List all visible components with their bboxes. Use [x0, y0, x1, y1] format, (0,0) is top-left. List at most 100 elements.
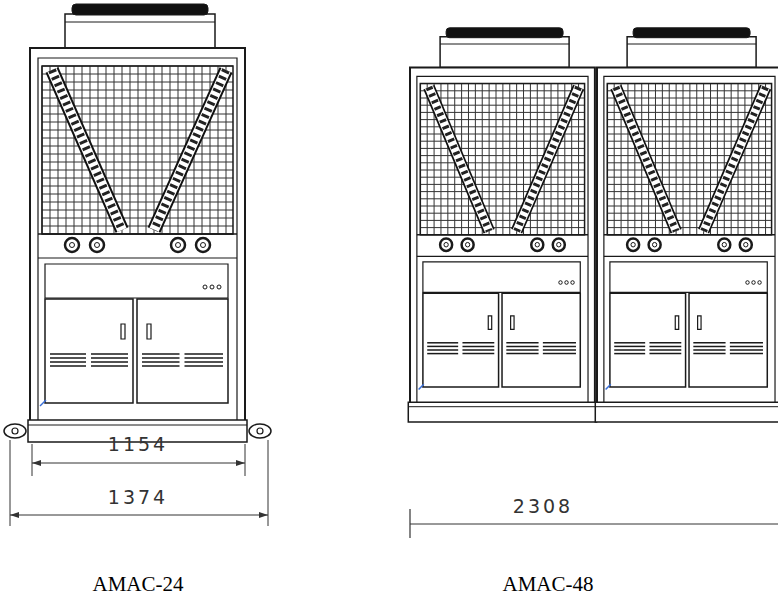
vent-slot: [50, 361, 86, 363]
pipe-bore: [176, 243, 181, 248]
fan-rim: [65, 22, 215, 23]
grid-line: [607, 227, 771, 228]
vent-slot: [185, 361, 224, 363]
dimension-value: 1154: [108, 433, 168, 456]
coil-body: [616, 87, 676, 231]
grid-line: [122, 66, 123, 234]
access-door: [610, 293, 686, 387]
coil-outline: [517, 87, 579, 231]
pipe-connection: [649, 238, 661, 251]
grid-line: [202, 66, 203, 234]
grid-line: [468, 84, 469, 235]
grid-line: [420, 148, 584, 149]
vent-slot: [50, 357, 86, 359]
chiller-unit: [408, 28, 596, 422]
grid-line: [42, 74, 233, 75]
grid-line: [696, 84, 697, 235]
grid-line: [607, 162, 771, 163]
corner-mark: [419, 384, 424, 389]
lifting-lug: [249, 424, 271, 438]
door-handle: [121, 324, 125, 339]
pipe-bore: [535, 242, 539, 247]
coil-tubes: [52, 70, 122, 230]
grid-line: [537, 84, 538, 235]
extension-line: [268, 440, 269, 526]
pipe-bore: [557, 242, 561, 247]
divider-line: [38, 233, 237, 235]
access-door: [137, 299, 228, 403]
chiller-unit: [4, 4, 271, 442]
coil-tubes: [616, 87, 676, 231]
extension-line: [245, 444, 246, 476]
grid-line: [420, 220, 584, 221]
corner-mark: [40, 400, 46, 406]
cabinet-frame: [30, 48, 245, 422]
pipe-bore: [201, 243, 206, 248]
grid-line: [607, 170, 771, 171]
vent-slot: [506, 349, 538, 351]
grid-line: [226, 66, 227, 234]
base-rail: [408, 402, 596, 422]
base-rail-edge: [408, 406, 596, 407]
grid-line: [607, 198, 771, 199]
indicator-lamp: [752, 281, 755, 285]
fan-housing: [65, 14, 215, 48]
grid-line: [516, 84, 517, 235]
grid-line: [74, 66, 75, 234]
dimension-line: [410, 524, 778, 525]
coil-outline: [154, 70, 226, 230]
base-rail-edge: [595, 406, 778, 407]
grid-line: [578, 84, 579, 235]
access-door: [689, 293, 767, 387]
dimension-arrow: [10, 512, 19, 518]
pipe-bore: [744, 242, 748, 247]
grid-line: [420, 170, 584, 171]
vent-slot: [614, 353, 645, 355]
grid-line: [765, 84, 766, 235]
pipe-bore: [95, 243, 100, 248]
indicator-lamp: [571, 281, 574, 285]
grid-line: [420, 191, 584, 192]
cabinet-inner-frame: [417, 76, 588, 404]
grid-line: [146, 66, 147, 234]
grid-border: [42, 66, 233, 234]
grid-line: [607, 105, 771, 106]
vent-slot: [649, 349, 681, 351]
divider-line: [38, 257, 237, 258]
grid-line: [42, 194, 233, 195]
grid-line: [420, 184, 584, 185]
grid-line: [744, 84, 745, 235]
grid-line: [509, 84, 510, 235]
grid-line: [683, 84, 684, 235]
vent-slot: [693, 342, 725, 344]
vent-slot: [543, 342, 576, 344]
vent-slot: [543, 353, 576, 355]
pipe-connection: [90, 238, 104, 252]
vent-slot: [427, 342, 458, 344]
vent-slot: [506, 353, 538, 355]
vent-slot: [614, 342, 645, 344]
cabinet-frame: [410, 67, 595, 404]
pipe-connection: [65, 238, 79, 252]
grid-line: [420, 227, 584, 228]
pipe-bore: [652, 242, 656, 247]
dimension-line: [10, 515, 268, 516]
pipe-connection: [718, 238, 730, 251]
model-caption: AMAC-24: [92, 572, 183, 597]
coil-outline: [429, 87, 489, 231]
pipe-connection: [196, 238, 210, 252]
coil-outline: [616, 87, 676, 231]
control-panel: [45, 264, 228, 298]
vent-slot: [185, 353, 224, 355]
lug-hole: [257, 428, 263, 434]
grid-line: [607, 155, 771, 156]
dimension-value: 1374: [108, 486, 168, 509]
control-panel: [423, 262, 580, 293]
dimension-value: 2308: [513, 495, 573, 518]
vent-slot: [730, 346, 763, 348]
dimension-arrow: [259, 512, 268, 518]
grid-line: [557, 84, 558, 235]
grid-line: [42, 154, 233, 155]
grid-line: [420, 90, 584, 91]
coil-tubes: [517, 87, 579, 231]
